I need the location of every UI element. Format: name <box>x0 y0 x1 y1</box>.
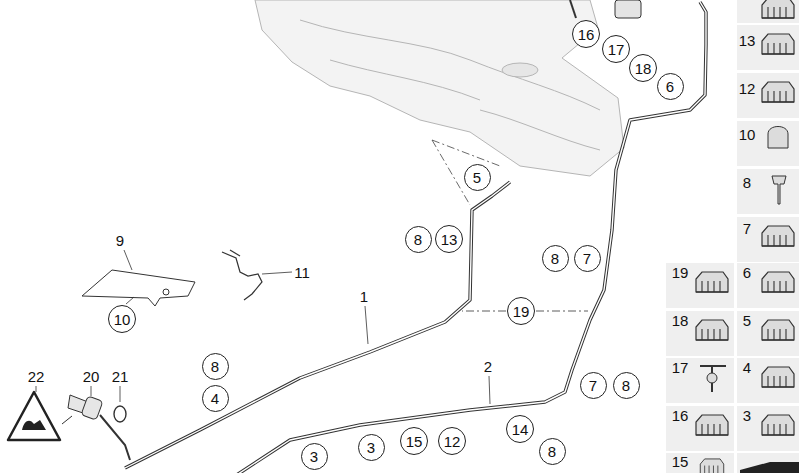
callout-circle: 3 <box>358 434 385 461</box>
callout-circle: 8 <box>202 353 229 380</box>
callout-number: 10 <box>114 312 131 327</box>
callout-circle: 5 <box>464 164 491 191</box>
parts-panel <box>666 0 799 473</box>
callout-number: 8 <box>211 359 219 374</box>
callout-number: 4 <box>211 391 219 406</box>
callout-number: 14 <box>512 422 529 437</box>
callout-number: 16 <box>672 408 689 423</box>
callout-number: 8 <box>548 444 556 459</box>
callout-number: 16 <box>578 27 595 42</box>
callout-number: 7 <box>743 221 751 236</box>
callout-number: 15 <box>672 454 689 469</box>
callout-circle: 8 <box>539 438 566 465</box>
callout-circle: 18 <box>629 54 657 82</box>
callout-circle: 8 <box>542 245 569 272</box>
callout-number: 18 <box>635 61 652 76</box>
bracket <box>82 270 195 306</box>
callout-number: 7 <box>589 378 597 393</box>
warning-triangle <box>8 392 72 440</box>
callout-number: 3 <box>367 440 375 455</box>
callout-number: 8 <box>414 232 422 247</box>
callout-number: 12 <box>444 434 461 449</box>
callout-circle: 8 <box>613 372 640 399</box>
callout-number: 9 <box>116 233 124 248</box>
callout-number: 12 <box>739 81 756 96</box>
callout-circle: 10 <box>108 305 136 333</box>
holder-clip <box>222 250 262 300</box>
callout-number: 10 <box>739 127 756 142</box>
callout-number: 13 <box>441 232 458 247</box>
callout-number: 8 <box>551 251 559 266</box>
callout-number: 4 <box>743 360 751 375</box>
callout-number: 20 <box>83 369 100 384</box>
callout-number: 18 <box>672 313 689 328</box>
callout-number: 17 <box>608 42 625 57</box>
fuel-line <box>232 2 706 473</box>
callout-circle: 8 <box>405 226 432 253</box>
o-ring <box>114 406 126 422</box>
callout-number: 17 <box>672 360 689 375</box>
callout-circle: 4 <box>202 385 229 412</box>
callout-circle: 16 <box>572 20 600 48</box>
callout-circle: 7 <box>580 372 607 399</box>
callout-number: 19 <box>513 304 530 319</box>
callout-number: 13 <box>739 33 756 48</box>
leader-line <box>36 250 490 404</box>
callout-number: 3 <box>743 408 751 423</box>
callout-number: 6 <box>743 265 751 280</box>
callout-number: 5 <box>743 313 751 328</box>
callout-number: 21 <box>112 369 129 384</box>
fuel-fitting <box>570 0 641 18</box>
callout-number: 7 <box>583 251 591 266</box>
callout-number: 3 <box>310 449 318 464</box>
callout-circle: 6 <box>657 73 684 100</box>
callout-number: 15 <box>406 434 423 449</box>
callout-circle: 15 <box>400 427 428 455</box>
callout-circle: 12 <box>438 427 466 455</box>
callout-number: 11 <box>294 265 310 280</box>
fuel-line <box>125 182 510 468</box>
callout-number: 5 <box>473 170 481 185</box>
fuel-tank <box>255 0 624 176</box>
callout-circle: 7 <box>574 245 601 272</box>
callout-number: 6 <box>666 79 674 94</box>
callout-circle: 13 <box>435 225 463 253</box>
callout-number: 8 <box>743 175 751 190</box>
guide-line <box>432 140 500 205</box>
callout-circle: 17 <box>602 35 630 63</box>
callout-number: 8 <box>622 378 630 393</box>
callout-circle: 14 <box>506 415 534 443</box>
callout-circle: 19 <box>507 297 535 325</box>
callout-number: 19 <box>672 265 689 280</box>
quick-coupling <box>68 395 130 460</box>
callout-number: 22 <box>28 369 45 384</box>
callout-circle: 3 <box>301 443 328 470</box>
callout-number: 1 <box>360 289 368 304</box>
callout-number: 2 <box>484 359 492 374</box>
